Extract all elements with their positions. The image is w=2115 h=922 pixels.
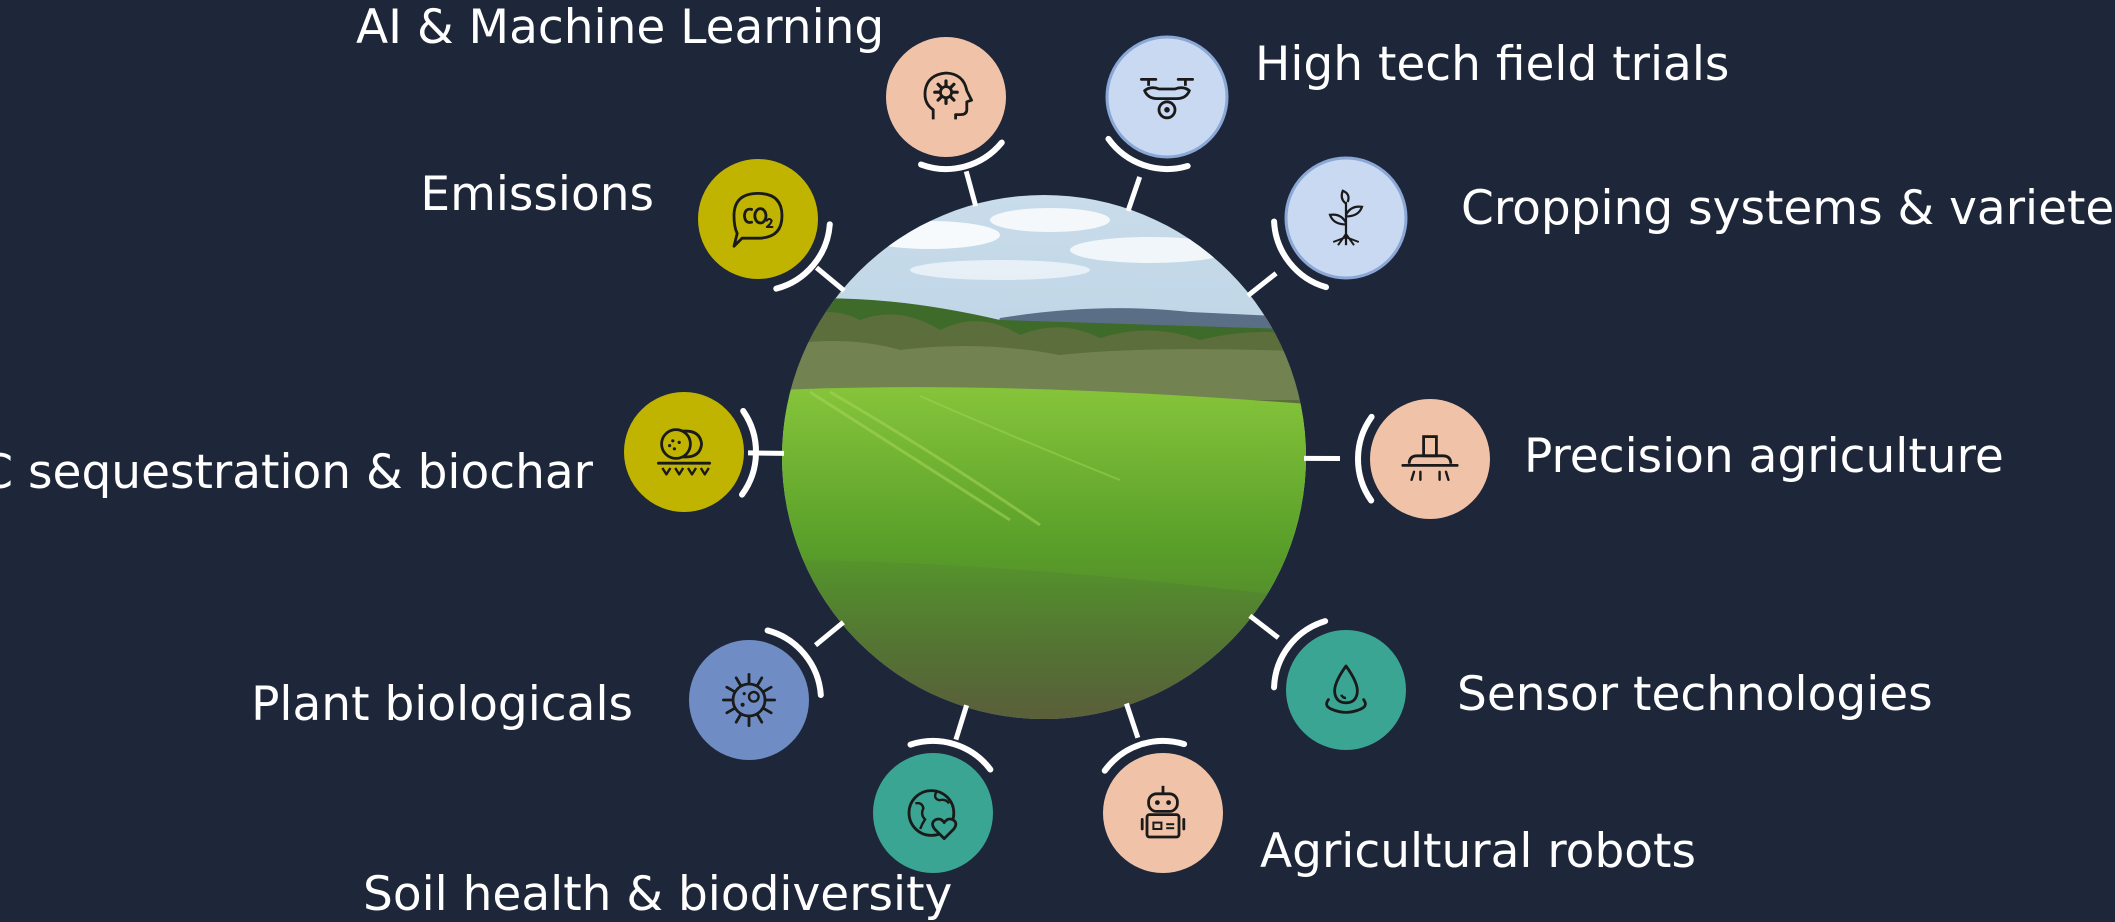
connector-field-trials: [1128, 177, 1140, 211]
topic-label-precision: Precision agriculture: [1524, 433, 2004, 480]
center-photo: [780, 190, 1320, 730]
connector-emissions: [816, 268, 844, 291]
connector-cropping: [1248, 273, 1276, 295]
topic-node-soil: [873, 753, 993, 873]
topic-label-cropping: Cropping systems & varietes: [1461, 185, 2115, 232]
topic-label-emissions: Emissions: [420, 171, 654, 218]
topic-label-ai: AI & Machine Learning: [356, 4, 884, 51]
topic-label-soil: Soil health & biodiversity: [363, 871, 952, 918]
topic-label-biologicals: Plant biologicals: [251, 681, 633, 728]
connector-sensors: [1250, 616, 1279, 638]
topic-node-biologicals: [689, 640, 809, 760]
topic-label-field-trials: High tech field trials: [1255, 41, 1729, 88]
connector-arc-precision: [1358, 417, 1372, 501]
topic-node-sequestration: [624, 392, 744, 512]
connector-ai: [966, 171, 975, 206]
connector-soil: [956, 705, 967, 739]
topic-node-ai: [886, 37, 1006, 157]
topic-node-robots: [1103, 753, 1223, 873]
connector-robots: [1126, 704, 1137, 738]
topic-node-field-trials: [1107, 37, 1227, 157]
topic-node-sensors: [1286, 630, 1406, 750]
topic-label-robots: Agricultural robots: [1260, 828, 1696, 875]
topic-label-sequestration: C sequestration & biochar: [0, 449, 593, 496]
connector-biologicals: [816, 622, 844, 645]
topic-node-emissions: [698, 159, 818, 279]
topic-node-precision: [1370, 399, 1490, 519]
topic-label-sensors: Sensor technologies: [1457, 671, 1933, 718]
topic-node-cropping: [1286, 158, 1406, 278]
